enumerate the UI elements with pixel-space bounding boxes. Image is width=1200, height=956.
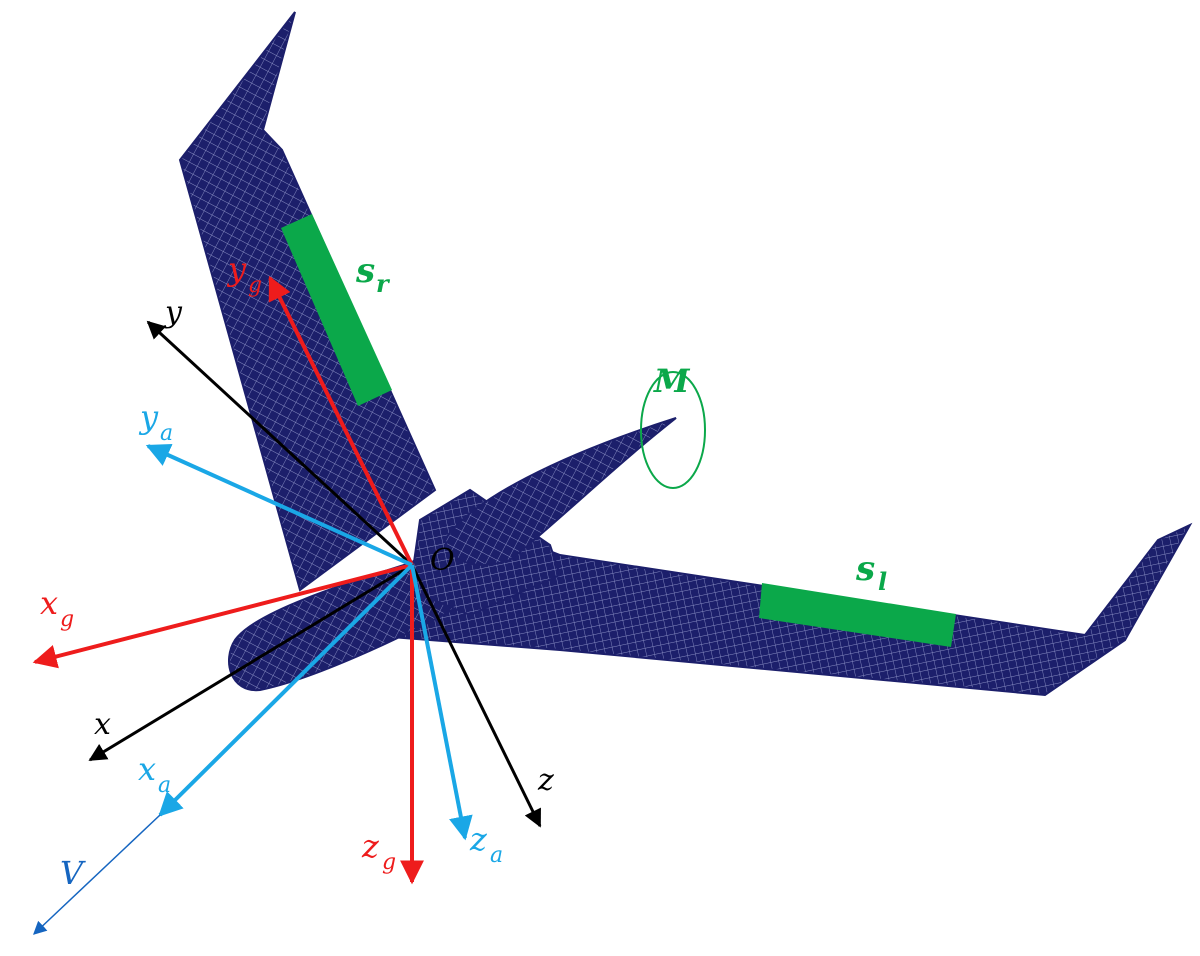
y-axis-arrow	[146, 320, 414, 567]
svg-text:s: s	[855, 549, 875, 589]
xg-axis-arrow	[32, 563, 413, 669]
svg-text:y: y	[138, 398, 159, 436]
m-label: M	[653, 362, 691, 400]
svg-text:s: s	[355, 251, 375, 291]
svg-text:a: a	[158, 773, 171, 798]
aircraft-mesh	[178, 11, 1193, 697]
svg-text:x: x	[138, 750, 156, 788]
svg-text:z: z	[469, 820, 488, 858]
velocity-label: V	[60, 854, 86, 892]
yg-label: y g	[226, 250, 262, 298]
svg-text:g: g	[382, 850, 396, 875]
origin-label: O	[430, 543, 455, 578]
sl-label: s l	[855, 549, 887, 596]
right-wing	[178, 11, 437, 592]
right-surface-patch	[281, 214, 392, 406]
x-label: x	[94, 707, 111, 742]
yg-axis-arrow	[268, 275, 414, 566]
svg-text:y: y	[226, 250, 247, 288]
svg-text:z: z	[361, 827, 380, 865]
engine-nacelle	[443, 417, 677, 566]
zg-label: z g	[361, 827, 396, 875]
xa-axis-arrow	[158, 563, 414, 817]
y-label: y	[163, 295, 183, 330]
velocity-arrow	[33, 814, 161, 935]
axes	[32, 275, 542, 935]
svg-text:g: g	[60, 607, 74, 632]
svg-text:l: l	[878, 567, 887, 596]
za-axis-arrow	[410, 564, 473, 841]
z-label: z	[537, 763, 554, 798]
ya-axis-arrow	[145, 443, 413, 567]
x-axis-arrow	[88, 563, 413, 762]
xa-label: x a	[138, 750, 171, 798]
za-label: z a	[469, 820, 503, 868]
svg-text:a: a	[490, 843, 503, 868]
svg-text:r: r	[376, 269, 391, 298]
ya-label: y a	[138, 398, 173, 446]
xg-label: x g	[40, 584, 74, 632]
m-marker-ellipse	[640, 371, 706, 489]
svg-text:g: g	[248, 273, 262, 298]
sr-label: s r	[355, 251, 391, 298]
left-surface-patch	[759, 583, 956, 647]
svg-text:a: a	[160, 421, 173, 446]
svg-text:x: x	[40, 584, 58, 622]
z-axis-arrow	[410, 564, 542, 828]
